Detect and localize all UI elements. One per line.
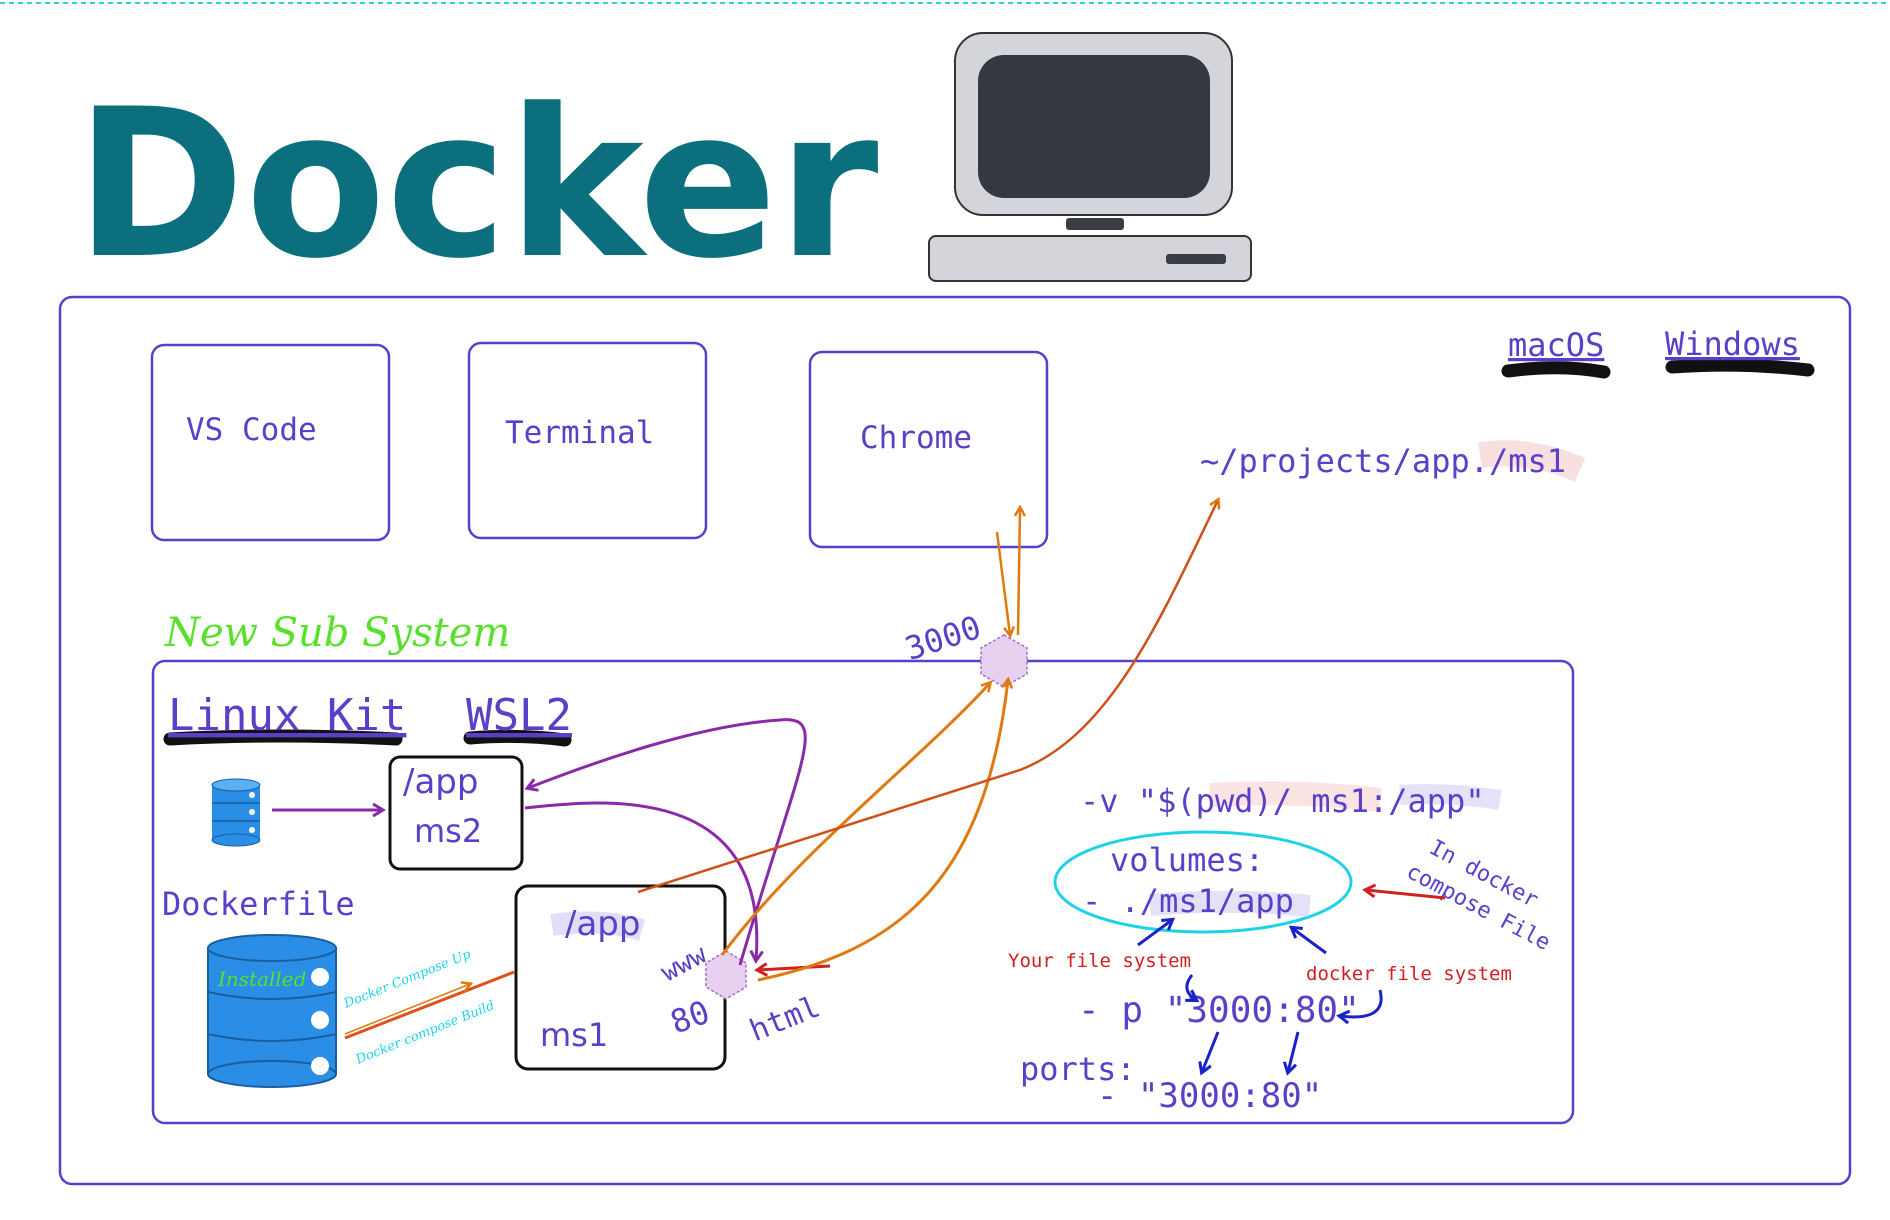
ports-key: ports: — [1020, 1050, 1136, 1088]
ms1-to-ms2-arrow — [528, 718, 807, 966]
linux-kit-label: Linux Kit — [168, 690, 406, 741]
compose-arrow — [344, 970, 515, 1040]
port-80-hexagon — [705, 950, 747, 1000]
ms2-to-ms1-arrow — [524, 801, 757, 960]
port3000-to-80-arrow — [757, 680, 1008, 982]
host-machine-box — [58, 295, 1852, 1186]
docker-fs-label: docker file system — [1306, 963, 1512, 985]
html-red-arrow — [758, 966, 831, 970]
compose-build-label: Docker compose Build — [353, 998, 497, 1068]
ms2-path: /app — [403, 762, 478, 802]
port-flag-command: - p "3000:80" — [1078, 990, 1360, 1031]
wsl2-label: WSL2 — [466, 690, 572, 741]
volume-mount-arrow — [637, 500, 1218, 894]
windows-label-group: Windows — [1665, 325, 1815, 377]
chrome-to-3000-arrow — [995, 531, 1010, 635]
volumes-key: volumes: — [1110, 841, 1264, 879]
compose-up-label: Docker Compose Up — [341, 947, 474, 1012]
your-fs-arrow — [1137, 920, 1172, 947]
your-fs-label: Your file system — [1008, 950, 1191, 972]
vscode-box — [150, 343, 391, 542]
chrome-box — [808, 350, 1049, 549]
ms2-container-box — [388, 755, 524, 871]
subsystem-box — [151, 659, 1575, 1125]
compose-note-arrow — [1366, 890, 1446, 900]
html-label: html — [745, 990, 825, 1050]
docker-title: Docker — [75, 66, 878, 304]
www-label: www — [656, 939, 712, 988]
chrome-label: Chrome — [860, 420, 972, 456]
ports-item: - "3000:80" — [1097, 1076, 1322, 1116]
your-fs-curl-arrow — [1187, 974, 1196, 1000]
docker-fs-curl-arrow — [1340, 989, 1383, 1017]
container-port-label: 80 — [665, 993, 714, 1042]
vscode-label: VS Code — [186, 412, 317, 448]
terminal-label: Terminal — [505, 415, 654, 451]
port80-to-3000-arrow — [720, 683, 990, 956]
subsystem-heading: New Sub System — [164, 610, 510, 656]
volume-flag-command: -v "$(pwd)/ ms1:/app" — [1080, 782, 1485, 820]
port-3000-hexagon — [980, 634, 1028, 688]
dockerfile-label: Dockerfile — [162, 885, 355, 923]
terminal-box — [467, 341, 708, 540]
computer-icon — [928, 32, 1252, 282]
docker-fs-arrow — [1292, 928, 1327, 955]
windows-label: Windows — [1665, 325, 1800, 363]
host-path: ~/projects/app./ms1 — [1200, 442, 1566, 480]
installed-label: Installed — [217, 967, 306, 991]
macos-label-group: macOS — [1501, 326, 1611, 379]
ms1-name: ms1 — [540, 1016, 608, 1054]
container-port-arrow — [1288, 1031, 1300, 1072]
dockerfile-database-icon — [207, 934, 337, 1088]
small-database-icon — [211, 778, 261, 847]
ms2-name: ms2 — [414, 812, 482, 850]
host-port-label: 3000 — [901, 608, 986, 668]
host-port-arrow — [1202, 1031, 1220, 1072]
3000-to-chrome-arrow — [1018, 508, 1020, 636]
volumes-highlight-ellipse — [1053, 830, 1353, 934]
macos-label: macOS — [1508, 326, 1604, 364]
ms1-path: /app — [565, 904, 640, 944]
volumes-item: - ./ms1/app — [1082, 882, 1294, 920]
